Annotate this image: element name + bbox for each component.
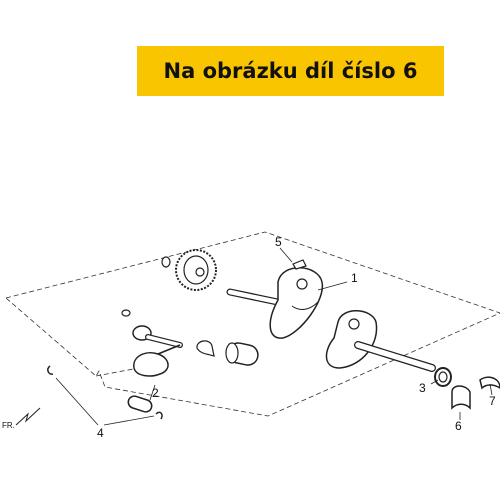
callout-4: 4	[97, 426, 104, 440]
callout-6: 6	[455, 419, 462, 433]
caption-banner: Na obrázku díl číslo 6	[137, 46, 444, 96]
circlip-right	[155, 411, 163, 420]
bearing	[434, 367, 452, 387]
callout-5: 5	[275, 235, 282, 249]
leader-1	[317, 281, 348, 291]
bearing-shell-part-7	[479, 376, 500, 390]
circlip-left	[47, 365, 54, 375]
callout-1: 1	[351, 271, 358, 285]
callout-7: 7	[489, 394, 496, 408]
leader-3	[430, 379, 439, 385]
callout-3: 3	[419, 381, 426, 395]
piston-pin	[127, 395, 153, 413]
leader-7	[489, 383, 493, 396]
gear-washer	[161, 256, 171, 268]
crankshaft-left-half	[226, 267, 324, 339]
bearing-shell-part-6	[451, 385, 471, 410]
orientation-mark: FR.	[2, 421, 15, 430]
boundary-inner-line	[95, 363, 161, 377]
drive-gear	[175, 249, 217, 291]
crankshaft-right-half	[325, 310, 436, 372]
orientation-arrow-icon	[15, 407, 41, 426]
small-end-bearing	[196, 340, 215, 357]
leader-4b	[103, 415, 155, 426]
leader-5	[279, 247, 293, 263]
crank-pin	[225, 342, 259, 366]
woodruff-key	[292, 259, 307, 270]
assembly-boundary	[5, 231, 500, 417]
leader-4a	[55, 377, 99, 426]
caption-text: Na obrázku díl číslo 6	[163, 59, 418, 83]
callout-2: 2	[152, 386, 159, 400]
connecting-rod	[121, 309, 183, 377]
leader-2	[149, 384, 156, 401]
